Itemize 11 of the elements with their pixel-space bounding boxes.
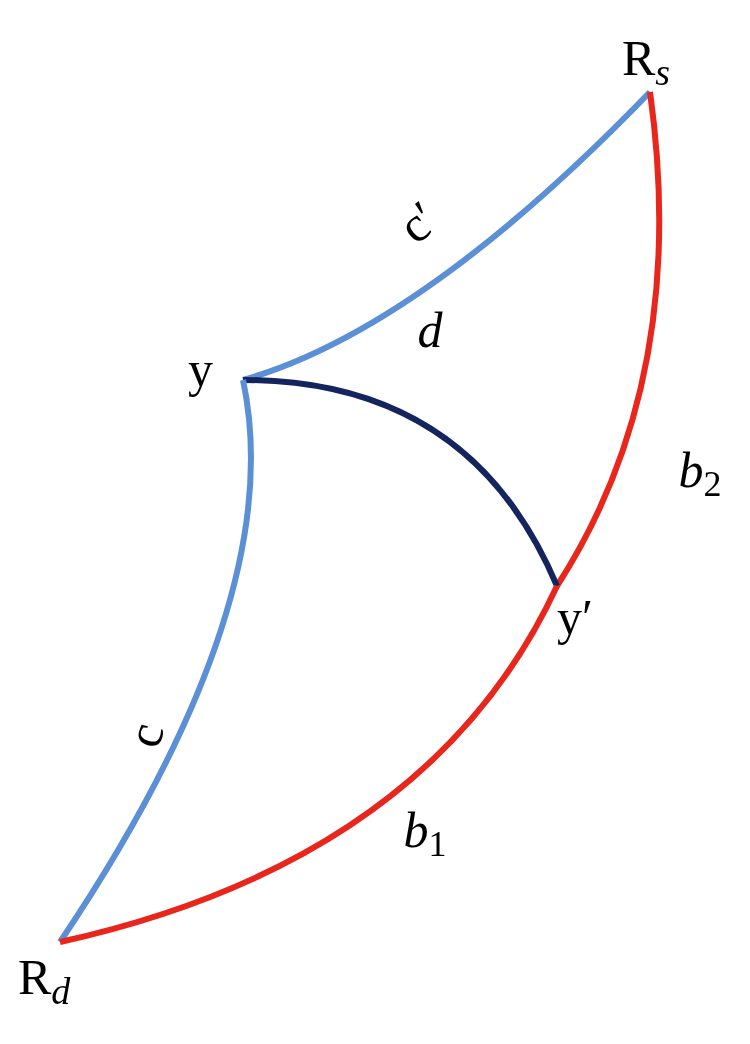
point-label: R$_{d}$ xyxy=(18,952,71,1002)
edge-label: c xyxy=(118,717,172,753)
curve-line xyxy=(59,584,560,945)
edge-label: c′ xyxy=(389,192,447,252)
point-label: R$_{s}$ xyxy=(622,33,671,83)
curve-line xyxy=(57,379,254,944)
edge-label: b$_{2}$ xyxy=(678,445,722,495)
curve-line xyxy=(242,377,560,588)
edge-label: b$_{1}$ xyxy=(403,805,447,855)
curve-line xyxy=(554,91,663,588)
edge-label: d xyxy=(417,305,443,355)
